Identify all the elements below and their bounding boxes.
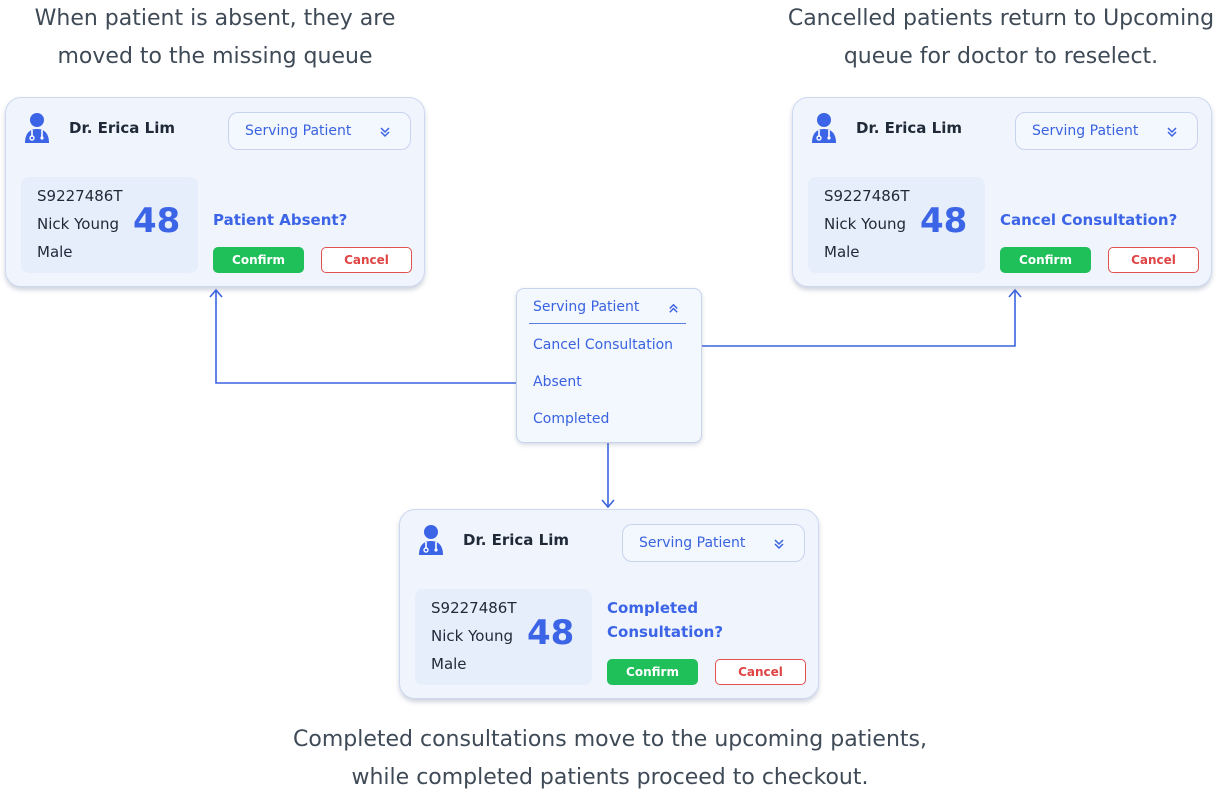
dropdown-divider [529,323,686,324]
status-select[interactable]: Serving Patient [622,524,805,562]
caption-completed-line-2: while completed patients proceed to chec… [351,765,869,790]
patient-id: S9227486T [37,187,123,205]
confirm-prompt: Completed Consultation? [607,596,807,644]
confirm-prompt: Cancel Consultation? [1000,208,1200,232]
status-select-value: Serving Patient [245,123,352,139]
confirm-card-absent: Dr. Erica Lim Serving Patient S9227486T … [5,97,425,287]
dropdown-option-completed[interactable]: Completed [533,411,610,427]
connector-absent [215,291,516,384]
caption-absent-line-1: When patient is absent, they are [34,6,396,31]
doctor-avatar-icon [812,113,836,143]
status-select[interactable]: Serving Patient [1015,112,1198,150]
confirm-card-completed: Dr. Erica Lim Serving Patient S9227486T … [399,509,819,699]
queue-number: 48 [133,201,181,241]
chevron-double-down-icon [1167,127,1177,138]
caption-completed: Completed consultations move to the upco… [260,721,960,797]
patient-info: S9227486T Nick Young Male 48 [415,589,592,685]
patient-sex: Male [37,243,73,261]
arrowhead-completed [601,499,615,509]
dropdown-option-cancel-consultation[interactable]: Cancel Consultation [533,337,674,353]
patient-info: S9227486T Nick Young Male 48 [21,177,198,273]
patient-sex: Male [824,243,860,261]
patient-name: Nick Young [431,627,513,645]
confirm-button[interactable]: Confirm [213,247,304,273]
prompt-line-1: Patient Absent? [213,211,348,229]
chevron-double-down-icon [380,127,390,138]
chevron-double-up-icon[interactable] [667,302,680,315]
status-select[interactable]: Serving Patient [228,112,411,150]
connector-cancel [702,291,1016,347]
patient-name: Nick Young [824,215,906,233]
status-dropdown-menu[interactable]: Serving Patient Cancel Consultation Abse… [516,288,702,443]
patient-id: S9227486T [431,599,517,617]
confirm-prompt: Patient Absent? [213,208,413,232]
status-select-value: Serving Patient [639,535,746,551]
caption-cancelled-line-2: queue for doctor to reselect. [843,44,1159,69]
cancel-button[interactable]: Cancel [1108,247,1199,273]
patient-sex: Male [431,655,467,673]
caption-cancelled: Cancelled patients return to Upcoming qu… [776,0,1226,76]
cancel-button[interactable]: Cancel [715,659,806,685]
confirm-button[interactable]: Confirm [607,659,698,685]
doctor-avatar-icon [419,525,443,555]
cancel-button[interactable]: Cancel [321,247,412,273]
queue-number: 48 [920,201,968,241]
arrowhead-cancel [1008,288,1022,298]
caption-completed-line-1: Completed consultations move to the upco… [293,727,927,752]
caption-cancelled-line-1: Cancelled patients return to Upcoming [787,6,1215,31]
dropdown-option-absent[interactable]: Absent [533,374,582,390]
doctor-avatar-icon [25,113,49,143]
caption-absent: When patient is absent, they are moved t… [0,0,430,76]
doctor-name: Dr. Erica Lim [856,119,962,137]
confirm-button[interactable]: Confirm [1000,247,1091,273]
patient-id: S9227486T [824,187,910,205]
doctor-name: Dr. Erica Lim [69,119,175,137]
doctor-name: Dr. Erica Lim [463,531,569,549]
status-select-value: Serving Patient [1032,123,1139,139]
prompt-line-2: Consultation? [607,623,724,641]
prompt-line-1: Completed [607,599,699,617]
patient-name: Nick Young [37,215,119,233]
arrowhead-absent [209,288,223,298]
patient-info: S9227486T Nick Young Male 48 [808,177,985,273]
dropdown-selected-value[interactable]: Serving Patient [533,299,640,315]
prompt-line-1: Cancel Consultation? [1000,211,1178,229]
confirm-card-cancel: Dr. Erica Lim Serving Patient S9227486T … [792,97,1212,287]
caption-absent-line-2: moved to the missing queue [57,44,373,69]
chevron-double-down-icon [774,539,784,550]
queue-number: 48 [527,613,575,653]
